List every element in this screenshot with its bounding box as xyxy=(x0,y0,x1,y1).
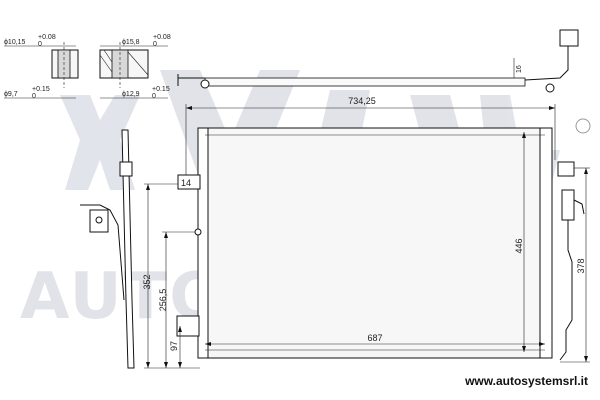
top-view-fitting xyxy=(559,29,579,47)
top-right-fitting-cap xyxy=(575,118,591,134)
right-bracket-top xyxy=(557,161,575,177)
website-url: www.autosystemsrl.it xyxy=(465,374,588,388)
fitting-top-left-tol2: 0 xyxy=(38,41,42,48)
left-mount-pin xyxy=(194,228,202,236)
fitting-bottom-right-label: ϕ12,9 xyxy=(122,91,140,98)
core-body xyxy=(204,127,546,359)
top-view-right-mount xyxy=(545,83,555,93)
dim-378-label: 378 xyxy=(576,258,586,273)
condenser-core: 14 xyxy=(176,127,575,359)
offset-16-label: 16 xyxy=(516,65,523,73)
outlet-pipe xyxy=(559,220,573,361)
fitting-detail: ϕ10,15 +0.08 0 ϕ9,7 +0.15 0 ϕ15,8 +0.08 … xyxy=(4,34,171,100)
overall-width-label: 734,25 xyxy=(348,96,376,106)
bracket-14-label: 14 xyxy=(181,178,191,188)
top-view-left-mount xyxy=(200,79,210,89)
side-view xyxy=(80,129,135,369)
fitting-bottom-right-tol2: 0 xyxy=(152,93,156,100)
fitting-bottom-left-tol2: 0 xyxy=(32,93,36,100)
left-bracket-bottom xyxy=(176,315,200,337)
fitting-top-left-tol: +0.08 xyxy=(38,34,56,41)
side-view-profile xyxy=(121,129,135,369)
core-width-dimension: 687 xyxy=(205,333,545,346)
fitting-bottom-left-label: ϕ9,7 xyxy=(4,91,18,98)
side-view-fitting xyxy=(89,209,109,233)
dim-352-label: 352 xyxy=(142,274,152,289)
fitting-top-right-label: ϕ15,8 xyxy=(122,39,140,46)
fitting-top-right-tol: +0.08 xyxy=(153,34,171,41)
fitting-bottom-right-tol: +0.15 xyxy=(152,86,170,93)
drier-fitting xyxy=(561,189,575,221)
fitting-right-hatch xyxy=(99,49,149,76)
side-view-pipe xyxy=(80,204,125,301)
left-bracket-top xyxy=(177,174,201,190)
right-header-tank xyxy=(539,127,553,359)
dim-97-label: 97 xyxy=(169,341,179,351)
left-header-tank xyxy=(197,127,209,359)
top-view-body xyxy=(204,77,526,87)
inlet-pipe-stub xyxy=(573,199,585,215)
fitting-top-left-label: ϕ10,15 xyxy=(4,39,26,46)
core-width-label: 687 xyxy=(367,333,382,343)
top-view-left-stub xyxy=(177,74,205,86)
fitting-bottom-left-tol: +0.15 xyxy=(32,86,50,93)
side-view-bracket xyxy=(119,161,133,177)
right-pipework xyxy=(559,118,591,361)
overall-width-dimension: 734,25 xyxy=(185,96,556,178)
dim-256-label: 256,5 xyxy=(158,289,168,312)
dim-446-label: 446 xyxy=(514,238,524,253)
fitting-top-right-tol2: 0 xyxy=(153,41,157,48)
right-dimensions: 446 378 xyxy=(514,132,590,363)
side-view-fitting-hole xyxy=(95,216,103,224)
top-view: 16 xyxy=(177,29,579,93)
left-dimensions: 352 256,5 97 xyxy=(142,183,200,369)
